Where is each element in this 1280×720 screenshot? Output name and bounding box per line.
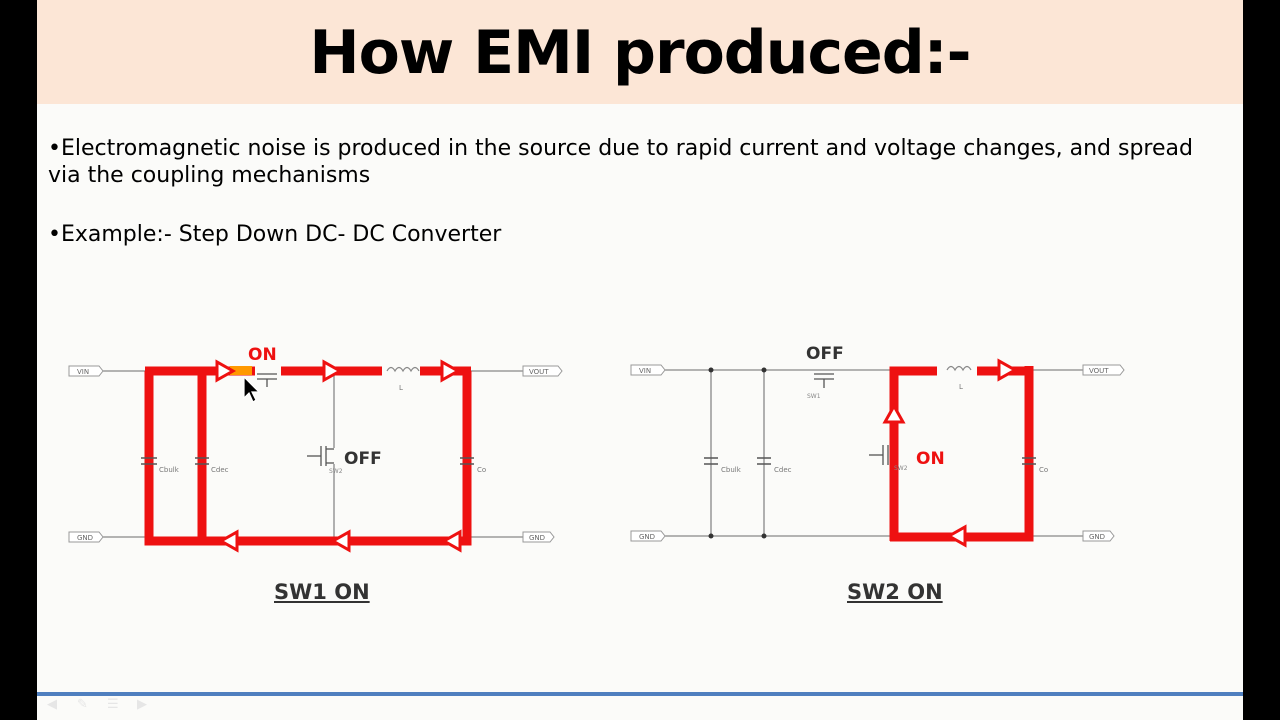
cbulk-label: Cbulk (159, 466, 180, 474)
sw1-state-label: OFF (806, 344, 844, 364)
sw1-mosfet-icon (257, 373, 277, 387)
slide-title: How EMI produced:- (309, 18, 971, 88)
sw1-label: SW1 (807, 393, 821, 400)
sw2-label: SW2 (894, 465, 908, 472)
slide: How EMI produced:- •Electromagnetic nois… (37, 0, 1243, 720)
sw1-state-label: ON (248, 345, 277, 365)
port-gnd-label: GND (639, 533, 655, 541)
inductor-label: L (959, 383, 963, 391)
bottom-rule (37, 692, 1243, 696)
sw2-mosfet-icon (307, 446, 334, 466)
sw1-mosfet-icon (814, 373, 834, 388)
port-gnd-label: GND (77, 534, 93, 542)
circuit-diagrams: VIN GND VOUT GND (68, 344, 1125, 553)
sw2-state-label: OFF (344, 449, 382, 469)
cdec-label: Cdec (774, 466, 792, 474)
port-vin-label: VIN (77, 368, 89, 376)
caption-sw1-on: SW1 ON (274, 580, 370, 604)
bullet-emi-definition: •Electromagnetic noise is produced in th… (48, 136, 1193, 188)
sw2-label: SW2 (329, 468, 343, 475)
sw2-state-label: ON (916, 449, 945, 469)
co-label: Co (477, 466, 486, 474)
cdec-label: Cdec (211, 466, 229, 474)
cbulk-label: Cbulk (721, 466, 742, 474)
prev-slide-icon[interactable]: ◀ (47, 697, 57, 712)
pen-icon[interactable]: ✎ (77, 697, 88, 712)
circuit-sw1-on: VIN GND VOUT GND (68, 345, 563, 553)
menu-icon[interactable]: ☰ (107, 697, 119, 712)
inductor-icon (386, 366, 420, 373)
title-band (37, 0, 1243, 104)
sw2-mosfet-icon (869, 445, 889, 465)
inductor-label: L (399, 384, 403, 392)
port-vout-label: VOUT (529, 368, 549, 376)
port-gnd-label: GND (529, 534, 545, 542)
circuit-sw2-on: VIN GND VOUT GND L (630, 344, 1125, 548)
sw1-highlight (230, 366, 252, 375)
co-label: Co (1039, 466, 1048, 474)
next-slide-icon[interactable]: ▶ (137, 697, 147, 712)
bullet-example: •Example:- Step Down DC- DC Converter (48, 222, 502, 247)
port-vin-label: VIN (639, 367, 651, 375)
inductor-icon (946, 365, 972, 372)
mouse-cursor-icon (243, 375, 261, 403)
port-gnd-label: GND (1089, 533, 1105, 541)
caption-sw2-on: SW2 ON (847, 580, 943, 604)
port-vout-label: VOUT (1089, 367, 1109, 375)
